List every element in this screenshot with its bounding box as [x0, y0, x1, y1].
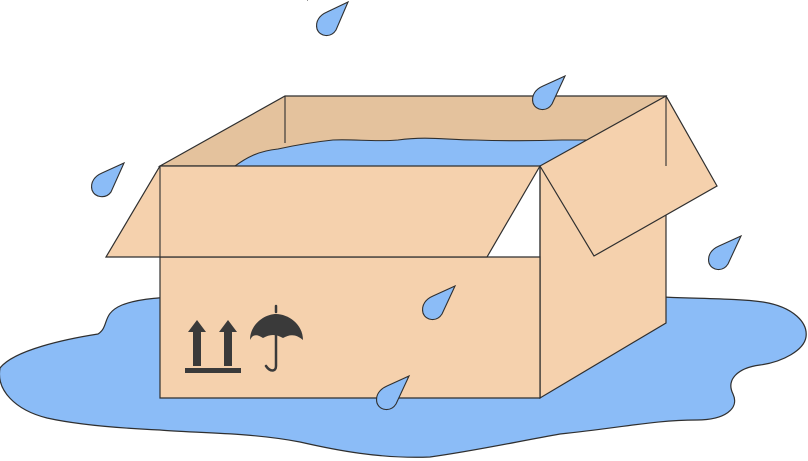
- box-right-flap: [539, 95, 718, 257]
- raindrop-icon: [376, 374, 411, 411]
- this-way-up-icon: [185, 320, 241, 373]
- box-edge-lines: [159, 96, 667, 257]
- raindrop-icon: [316, 0, 350, 37]
- box-front-flap: [104, 165, 542, 258]
- box-inner-water: [233, 137, 591, 167]
- raindrop-icon: [532, 74, 567, 111]
- raindrops: [91, 0, 743, 411]
- raindrop-icon: [422, 284, 457, 321]
- raindrop-icon: [91, 161, 126, 198]
- keep-dry-umbrella-icon: [250, 304, 303, 372]
- raindrop-icon: [708, 234, 743, 271]
- box-front-face: [159, 256, 541, 399]
